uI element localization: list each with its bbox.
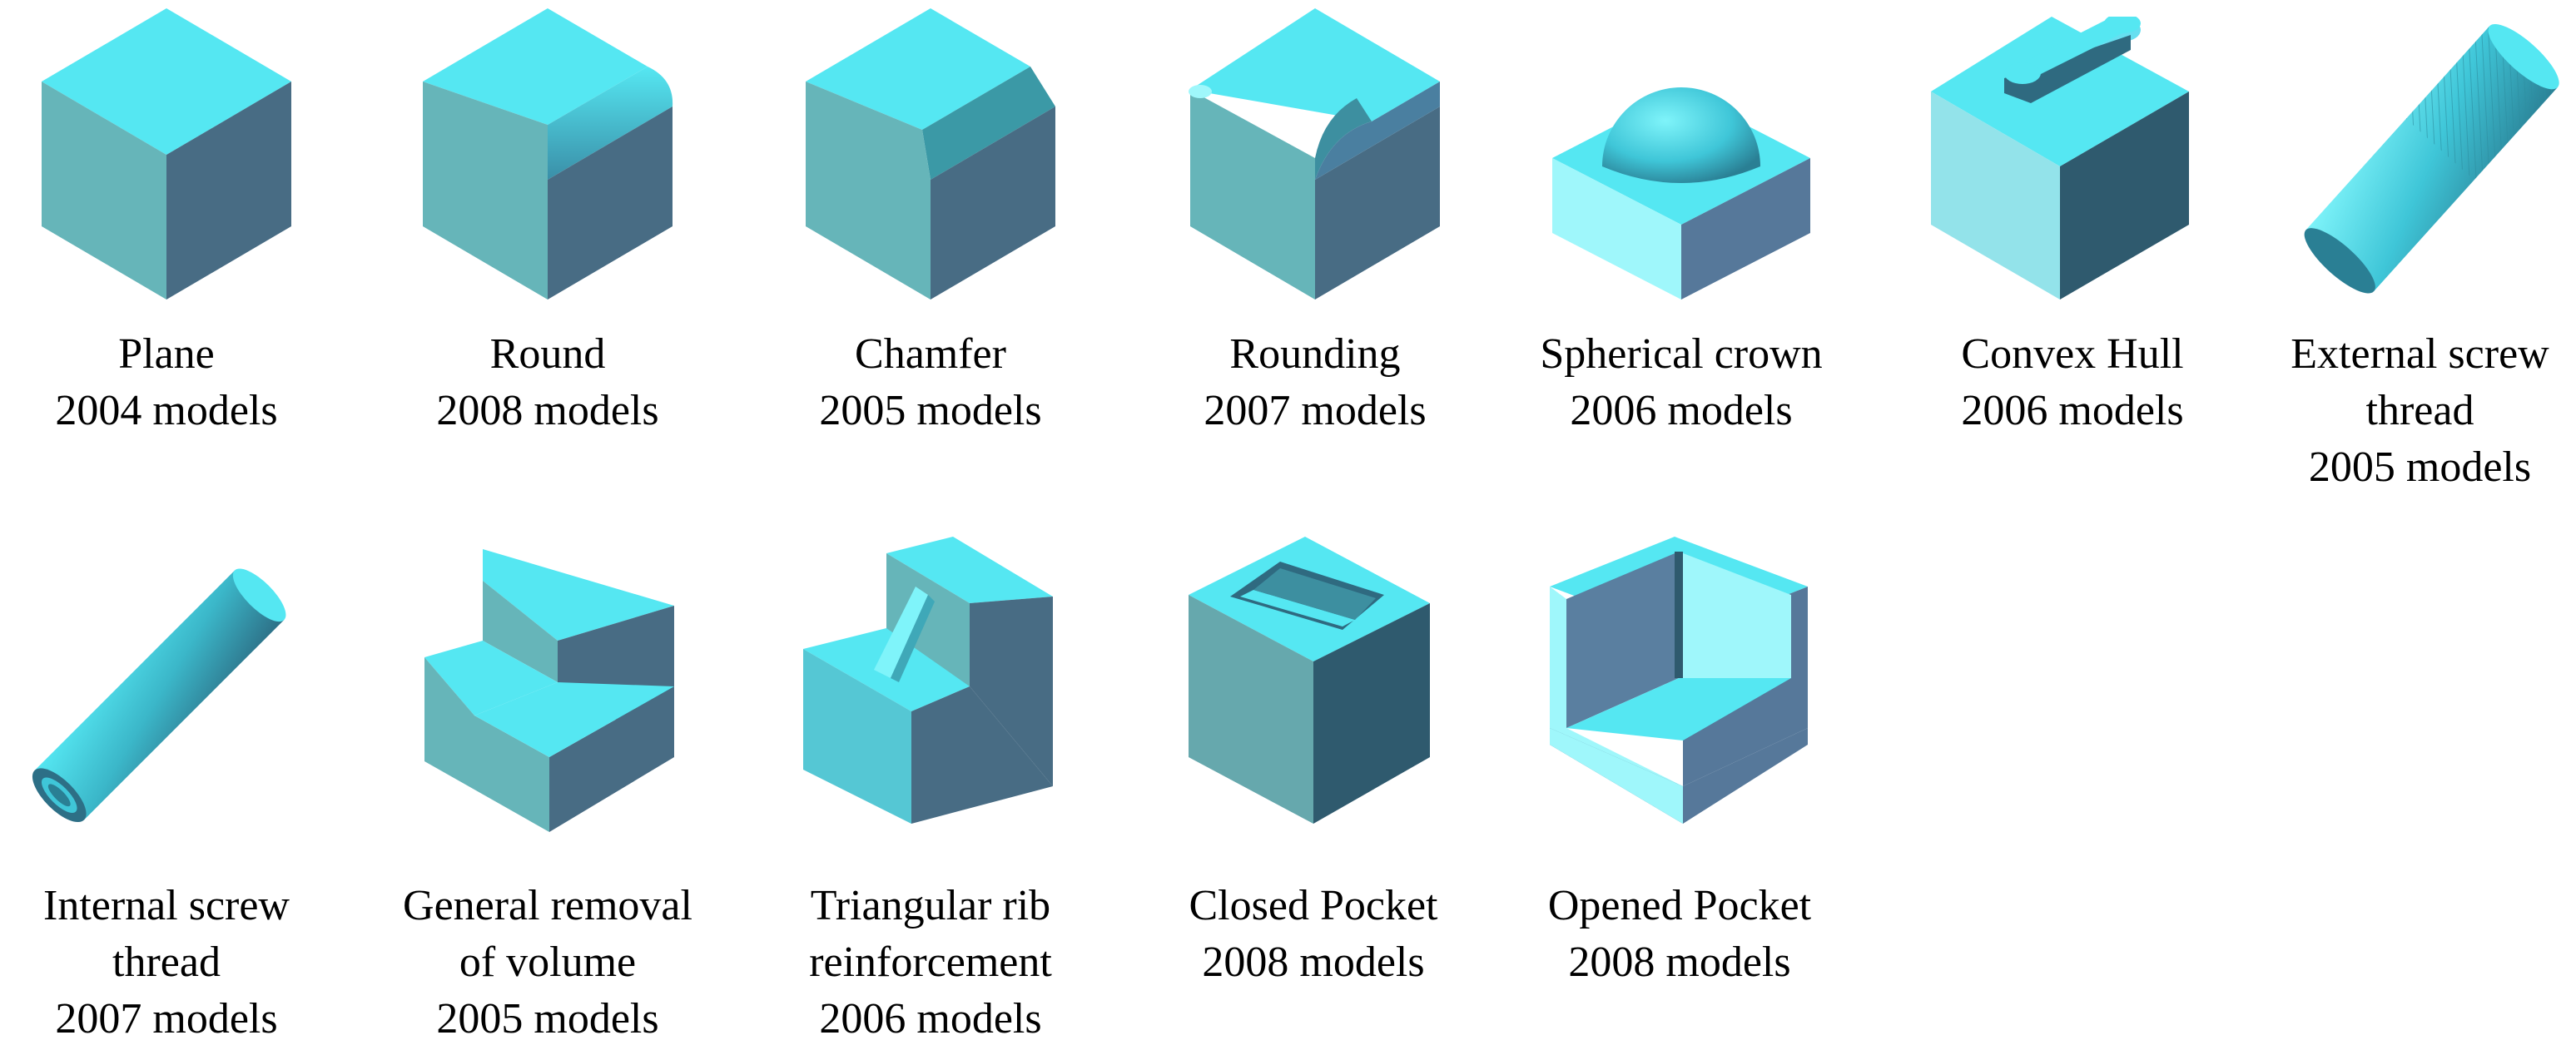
feature-name-line2: thread [2365, 387, 2474, 434]
feature-name-line1: External screw [2291, 330, 2549, 378]
convex-hull-icon [1931, 17, 2189, 300]
plane-icon [42, 8, 291, 300]
model-count: 2005 models [436, 995, 659, 1043]
model-count: 2005 models [819, 387, 1042, 434]
model-count: 2006 models [819, 995, 1042, 1043]
spherical-crown-icon [1552, 87, 1810, 300]
rounding-icon [1189, 8, 1440, 300]
feature-name: Spherical crown [1540, 330, 1823, 378]
model-count: 2008 models [436, 387, 659, 434]
feature-name: Rounding [1229, 330, 1401, 378]
model-count: 2005 models [2308, 443, 2532, 491]
feature-name: Chamfer [855, 330, 1006, 378]
opened-pocket-icon [1550, 537, 1808, 824]
model-count: 2006 models [1570, 387, 1793, 434]
model-count: 2007 models [1204, 387, 1427, 434]
model-count: 2008 models [1202, 939, 1425, 986]
internal-screw-thread-icon [32, 568, 286, 823]
model-count: 2008 models [1568, 939, 1791, 986]
feature-name: Opened Pocket [1547, 882, 1812, 929]
round-icon [423, 8, 673, 300]
feature-name-line2: of volume [459, 939, 637, 986]
general-removal-icon [424, 549, 674, 832]
model-count: 2006 models [1961, 387, 2184, 434]
feature-name-line1: Internal screw [43, 882, 290, 929]
triangular-rib-icon [803, 537, 1053, 824]
feature-name-line2: reinforcement [809, 939, 1052, 986]
feature-name-line2: thread [112, 939, 221, 986]
feature-name: Convex Hull [1961, 330, 2184, 378]
feature-name: Round [489, 330, 606, 378]
feature-name: Plane [118, 330, 215, 378]
model-count: 2007 models [55, 995, 278, 1043]
external-screw-thread-icon [2304, 23, 2559, 294]
feature-name: Closed Pocket [1189, 882, 1438, 929]
closed-pocket-icon [1189, 537, 1430, 824]
feature-name-line1: General removal [403, 882, 692, 929]
model-count: 2004 models [55, 387, 278, 434]
chamfer-icon [806, 8, 1055, 300]
feature-name-line1: Triangular rib [810, 882, 1051, 929]
